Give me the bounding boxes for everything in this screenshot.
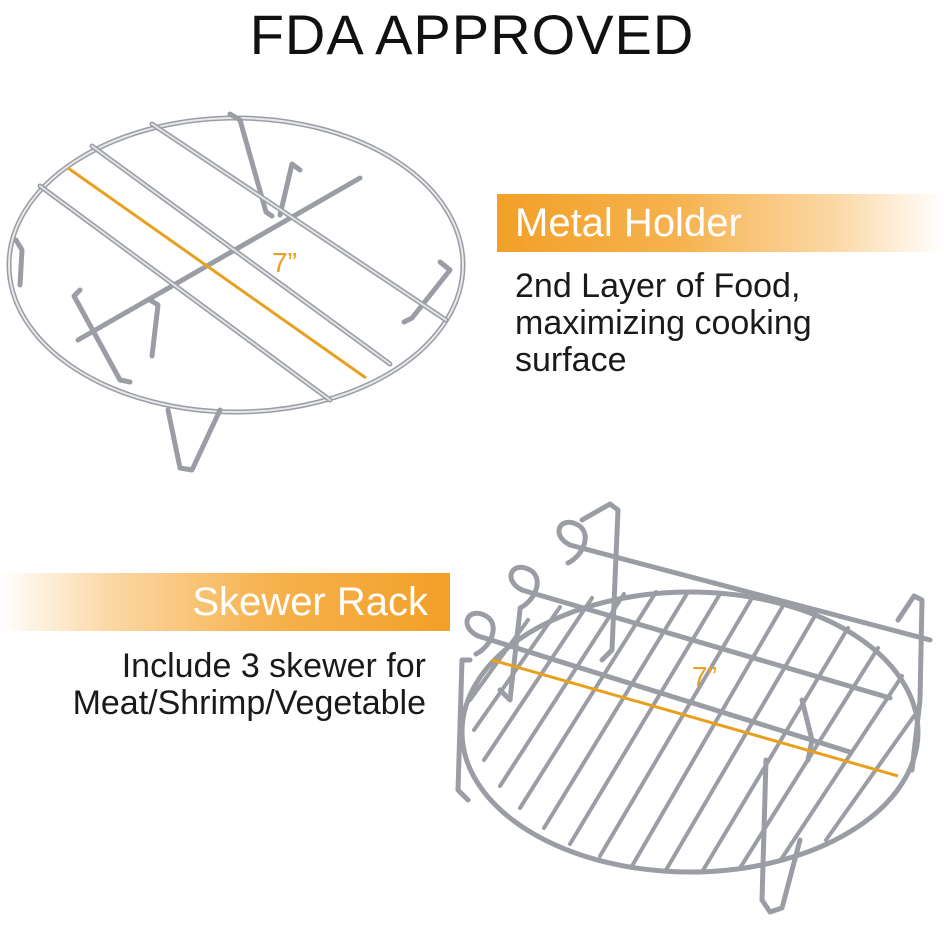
metal-holder-desc-line: maximizing cooking <box>515 304 812 342</box>
metal-holder-title: Metal Holder <box>515 200 742 245</box>
metal-holder-size-label: 7” <box>272 247 297 278</box>
skewer-rack-size-label: 7” <box>692 661 717 692</box>
skewer-rack-desc-line: Include 3 skewer for <box>121 647 426 685</box>
headline: FDA APPROVED <box>249 3 695 66</box>
skewer-rack-desc-line: Meat/Shrimp/Vegetable <box>72 684 426 722</box>
metal-holder-desc-line: 2nd Layer of Food, <box>515 267 801 305</box>
metal-holder-description: 2nd Layer of Food, maximizing cooking su… <box>515 268 812 379</box>
skewer-rack-banner: Skewer Rack <box>0 573 450 631</box>
skewer-rack-title: Skewer Rack <box>192 579 428 624</box>
metal-holder-desc-line: surface <box>515 341 627 379</box>
skewer-rack-description: Include 3 skewer for Meat/Shrimp/Vegetab… <box>73 648 426 722</box>
metal-holder-banner: Metal Holder <box>497 194 944 252</box>
